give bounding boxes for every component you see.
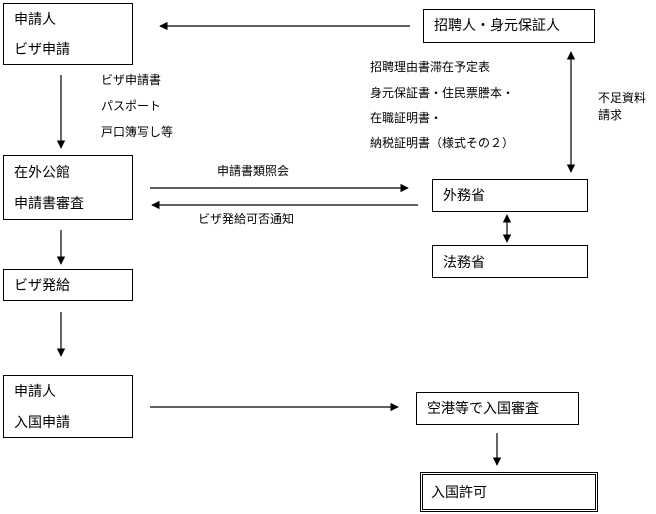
box-line: 法務省 — [443, 255, 485, 271]
applicant-docs-label: 戸口簿写し等 — [101, 125, 174, 139]
box-line: 申請人 — [14, 12, 56, 28]
box-line: 申請書審査 — [14, 196, 84, 212]
visa-decision-notice-label: ビザ発給可否通知 — [198, 212, 295, 226]
box-line: 申請人 — [14, 384, 56, 400]
missing-docs-request-label: 請求 — [598, 108, 623, 122]
box-line: ビザ発給 — [14, 278, 70, 294]
applicant-visa-application-box: 申請人 ビザ申請 — [3, 3, 133, 65]
inviter-docs-label: 在職証明書・ — [370, 111, 443, 125]
inviter-docs-label: 身元保証書・住民票謄本・ — [370, 86, 515, 100]
document-inquiry-label: 申請書類照会 — [217, 164, 290, 178]
inviter-docs-label: 招聘理由書滞在予定表 — [370, 60, 491, 74]
box-line: 招聘人・身元保証人 — [434, 18, 560, 34]
box-line: 外務省 — [443, 188, 485, 204]
missing-docs-request-label: 不足資料 — [598, 91, 647, 105]
embassy-review-box: 在外公館 申請書審査 — [3, 155, 133, 220]
box-line: 入国申請 — [14, 415, 70, 431]
box-line: 入国許可 — [431, 485, 487, 501]
inviter-guarantor-box: 招聘人・身元保証人 — [423, 9, 595, 43]
inviter-docs-label: 納税証明書（様式その２） — [370, 136, 515, 150]
box-line: 在外公館 — [14, 165, 70, 181]
justice-ministry-box: 法務省 — [432, 245, 588, 278]
box-line: ビザ申請 — [14, 42, 70, 58]
visa-issue-box: ビザ発給 — [3, 269, 133, 301]
box-line: 空港等で入国審査 — [427, 401, 539, 417]
foreign-ministry-box: 外務省 — [432, 179, 588, 212]
applicant-docs-label: パスポート — [101, 99, 162, 113]
entry-application-box: 申請人 入国申請 — [3, 375, 133, 438]
airport-inspection-box: 空港等で入国審査 — [416, 392, 579, 425]
entry-permit-box: 入国許可 — [420, 472, 598, 512]
applicant-docs-label: ビザ申請書 — [101, 73, 162, 87]
